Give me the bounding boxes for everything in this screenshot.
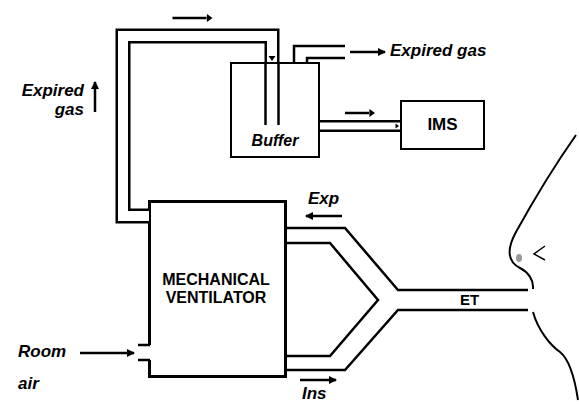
expired-up-arrow (94, 82, 97, 112)
arrow-head (396, 124, 400, 129)
patient-eye (534, 246, 545, 260)
node-label: MECHANICAL VENTILATOR (152, 271, 280, 308)
patient-nostril (516, 254, 522, 262)
y-piece-inner (287, 243, 378, 356)
gas-pipe-connector (123, 14, 276, 216)
node-label: IMS (427, 115, 457, 135)
patient-head (510, 135, 578, 400)
outlet-label: Expired gas (390, 42, 530, 61)
pipe-wall (319, 120, 401, 132)
node-label: Buffer (252, 132, 299, 150)
buffer-inlet-pipe (266, 62, 279, 125)
expired-label: Expired gas (8, 82, 84, 119)
et-label: ET (460, 292, 490, 309)
arrow-head (207, 14, 213, 22)
ventilator-left-wall (148, 200, 151, 378)
gas-pipe-connector (319, 109, 401, 129)
ims-box: IMS (400, 100, 485, 150)
flow-arrow (345, 112, 369, 115)
room-air-arrow (80, 352, 134, 355)
outlet-pipe (294, 46, 345, 62)
ins-arrow (300, 379, 336, 382)
ins-tube (287, 310, 528, 370)
exp-label: Exp (308, 190, 348, 209)
buffer-box: Buffer (230, 62, 320, 158)
arrow-head (369, 109, 375, 117)
room-air-label: Room air (18, 336, 76, 401)
pipe-bore (319, 123, 401, 130)
ventilator-box: MECHANICAL VENTILATOR (148, 200, 287, 378)
ins-label: Ins (302, 385, 342, 402)
exp-arrow (306, 215, 342, 218)
outlet-arrow (350, 51, 385, 54)
arrow-head (269, 56, 276, 61)
room-air-inlet (138, 345, 150, 360)
flow-arrow (173, 17, 207, 20)
exp-tube (287, 228, 528, 290)
